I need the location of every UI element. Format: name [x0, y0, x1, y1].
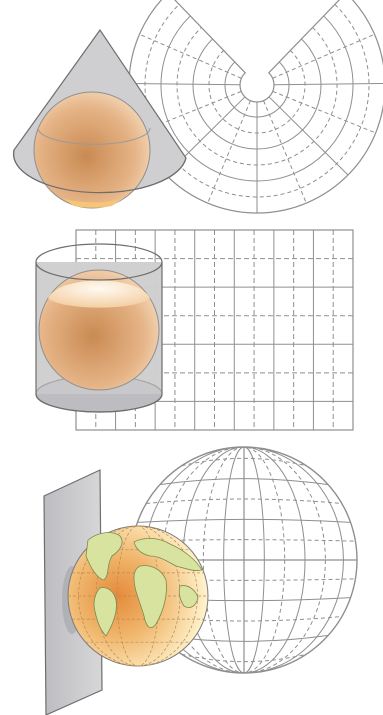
earth-globe	[68, 526, 208, 666]
azimuthal-panel	[44, 447, 357, 715]
conic-globe	[34, 92, 150, 208]
conic-panel	[14, 0, 383, 213]
cylindrical-globe	[39, 270, 159, 390]
cylindrical-panel	[36, 230, 353, 430]
conic-map-grid	[129, 0, 383, 213]
